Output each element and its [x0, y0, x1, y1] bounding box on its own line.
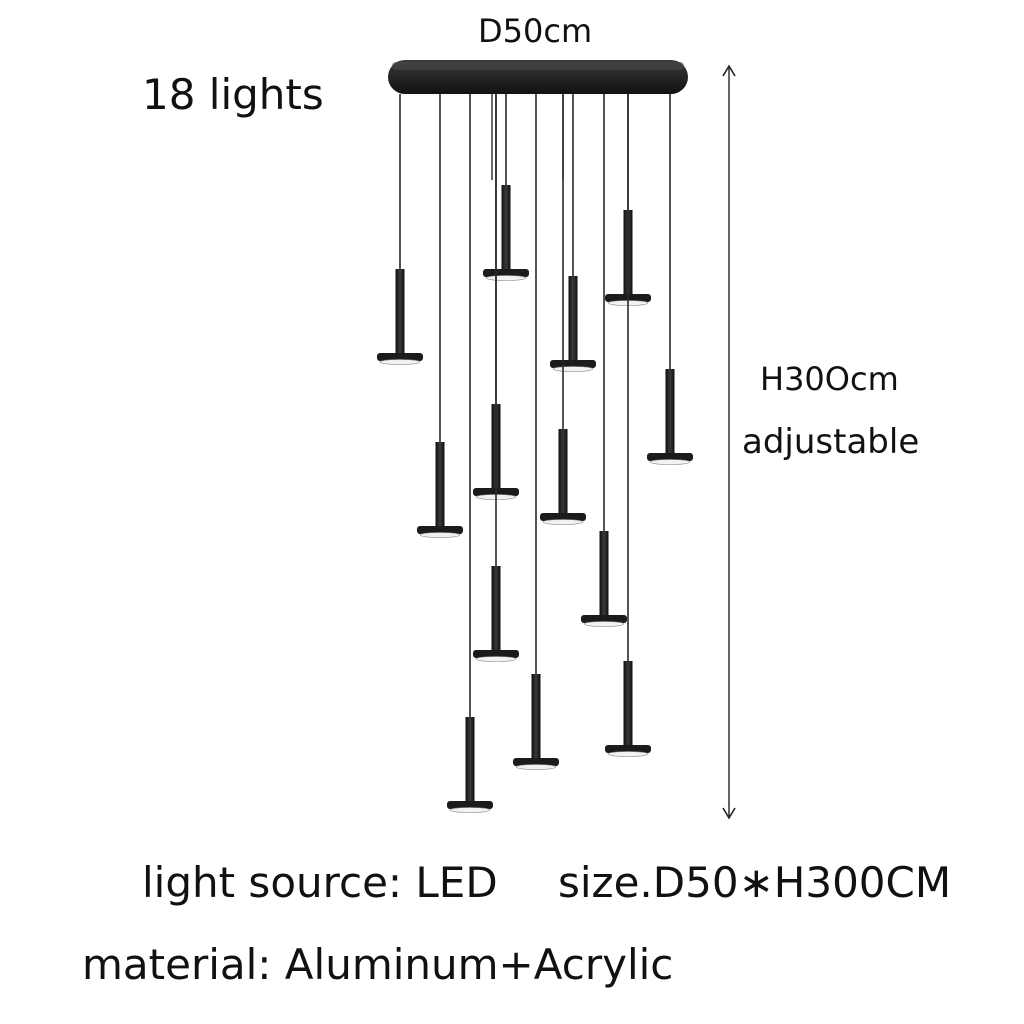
- lamp-shade: [550, 360, 596, 368]
- pendant-lights: [377, 94, 693, 813]
- lamp-lens: [552, 366, 594, 372]
- lamp-lens: [419, 532, 461, 538]
- lamp-shade: [447, 801, 493, 809]
- material-label: material: Aluminum+Acrylic: [82, 940, 674, 989]
- pendant-lamp: [581, 94, 627, 627]
- size-label: size.D50∗H300CM: [558, 858, 952, 907]
- lamp-shade: [540, 513, 586, 521]
- lamp-tube: [435, 442, 445, 528]
- lamp-shade: [513, 758, 559, 766]
- height-dimension-line: [722, 64, 736, 820]
- lamp-lens: [607, 751, 649, 757]
- lamp-shade: [417, 526, 463, 534]
- lamp-tube: [491, 566, 501, 652]
- pendant-lamp: [550, 94, 596, 372]
- light-source-label: light source: LED: [142, 858, 498, 907]
- lamp-lens: [485, 275, 527, 281]
- pendant-lamp: [473, 94, 519, 662]
- adjustable-label: adjustable: [742, 422, 920, 462]
- pendant-lamp: [605, 94, 651, 757]
- lamp-lens: [649, 459, 691, 465]
- lamp-tube: [558, 429, 568, 515]
- pendant-lamp: [447, 94, 493, 813]
- lamp-lens: [583, 621, 625, 627]
- lamp-shade: [473, 650, 519, 658]
- pendant-lamp: [647, 94, 693, 465]
- pendant-lamp: [417, 94, 463, 538]
- lamp-tube: [665, 369, 675, 455]
- lights-count-label: 18 lights: [142, 70, 324, 119]
- lamp-lens: [449, 807, 491, 813]
- lamp-tube: [599, 531, 609, 617]
- lamp-lens: [515, 764, 557, 770]
- lamp-lens: [475, 656, 517, 662]
- lamp-shade: [581, 615, 627, 623]
- lamp-shade: [483, 269, 529, 277]
- lamp-tube: [531, 674, 541, 760]
- lamp-tube: [501, 185, 511, 271]
- pendant-lamp: [483, 94, 529, 281]
- lamp-shade: [377, 353, 423, 361]
- lamp-shade: [605, 745, 651, 753]
- diameter-label: D50cm: [478, 12, 593, 50]
- pendant-lamp: [377, 94, 423, 365]
- height-label: H30Ocm: [760, 360, 899, 398]
- lamp-shade: [647, 453, 693, 461]
- lamp-lens: [379, 359, 421, 365]
- lamp-tube: [395, 269, 405, 355]
- lamp-tube: [465, 717, 475, 803]
- ceiling-canopy: [388, 60, 688, 94]
- lamp-tube: [623, 661, 633, 747]
- pendant-lamp: [513, 94, 559, 770]
- lamp-lens: [542, 519, 584, 525]
- lamp-tube: [568, 276, 578, 362]
